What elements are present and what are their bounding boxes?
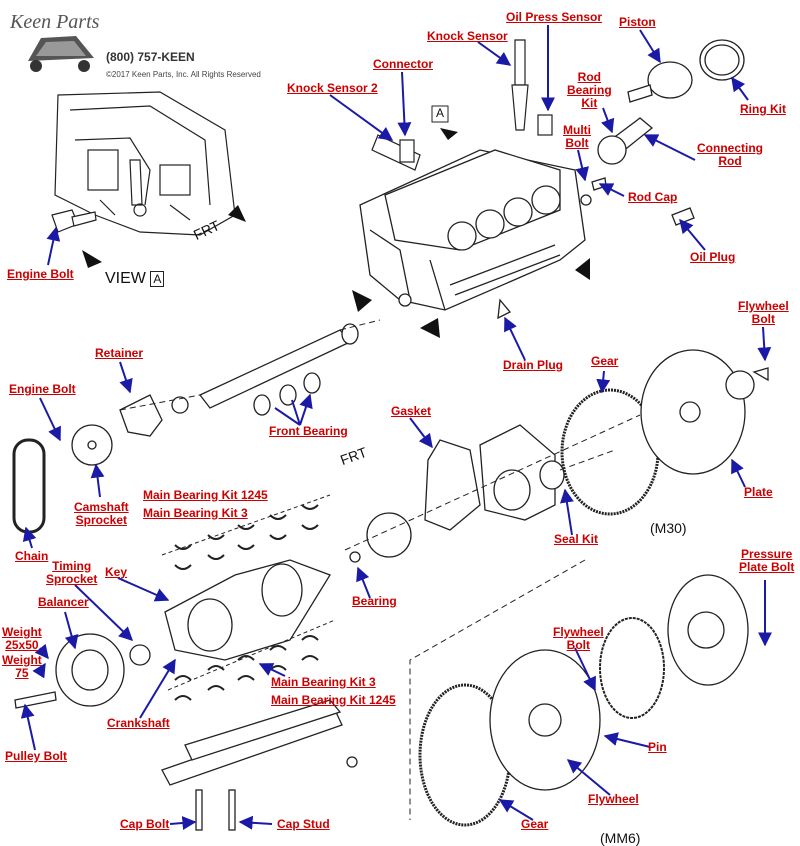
gear-top-link[interactable]: Gear	[591, 354, 619, 368]
rod-cap-link[interactable]: Rod Cap	[628, 190, 678, 204]
leader-arrows	[20, 25, 772, 830]
timing-sprocket-link[interactable]: Timing Sprocket	[46, 559, 98, 586]
piston-rod-assembly	[580, 39, 745, 226]
pulley-bolt-link[interactable]: Pulley Bolt	[5, 749, 68, 763]
rod-bearing-kit-link[interactable]: Rod Bearing Kit	[567, 70, 612, 110]
phone-number: (800) 757-KEEN	[106, 50, 195, 64]
callout-a-letter: A	[436, 106, 445, 120]
logo-wordmark: Keen Parts	[9, 11, 100, 33]
frt-arrow-top	[228, 205, 246, 222]
block-arrow-left	[352, 290, 372, 312]
balancer-link[interactable]: Balancer	[38, 595, 89, 609]
camshaft-assembly	[12, 323, 359, 534]
cap-stud-link[interactable]: Cap Stud	[277, 817, 330, 831]
cap-bolt-link[interactable]: Cap Bolt	[120, 817, 170, 831]
dashed-lines	[119, 319, 641, 820]
main-bearing-kit-1245-bottom-link[interactable]: Main Bearing Kit 1245	[271, 693, 396, 707]
flywheel-bolt-bottom-link[interactable]: Flywheel Bolt	[553, 625, 604, 652]
block-arrow-bottom	[420, 318, 440, 338]
main-bearings	[161, 494, 336, 701]
main-bearing-kit-1245-top-link[interactable]: Main Bearing Kit 1245	[143, 488, 268, 502]
front-bearing-link[interactable]: Front Bearing	[269, 424, 348, 438]
drain-plug-link[interactable]: Drain Plug	[503, 358, 564, 372]
key-link[interactable]: Key	[105, 565, 128, 579]
gasket-link[interactable]: Gasket	[391, 404, 432, 418]
pin-link[interactable]: Pin	[648, 740, 667, 754]
engine-block	[359, 149, 586, 320]
main-bearing-kit-3-top-link[interactable]: Main Bearing Kit 3	[143, 506, 248, 520]
pressure-plate-bolt-link[interactable]: Pressure Plate Bolt	[739, 547, 795, 574]
engine-bolt-top-part	[51, 209, 97, 233]
weight-75-link[interactable]: Weight 75	[2, 653, 42, 680]
front-cover	[366, 424, 565, 558]
connecting-rod-link[interactable]: Connecting Rod	[697, 141, 763, 168]
crankshaft-link[interactable]: Crankshaft	[107, 716, 170, 730]
chain-link[interactable]: Chain	[15, 549, 49, 563]
oil-press-sensor-link[interactable]: Oil Press Sensor	[506, 10, 603, 24]
connector-link[interactable]: Connector	[373, 57, 433, 71]
bearing-link[interactable]: Bearing	[352, 594, 397, 608]
view-a-engine-inset	[54, 91, 236, 236]
flywheel-bolt-top-link[interactable]: Flywheel Bolt	[738, 299, 789, 326]
flywheel-link[interactable]: Flywheel	[588, 792, 639, 806]
callout-a-box	[431, 105, 449, 123]
crankshaft-assembly	[14, 551, 361, 709]
multi-bolt-link[interactable]: Multi Bolt	[563, 123, 591, 150]
flywheel-mm6	[418, 574, 749, 827]
logo-car-icon: Keen Parts	[9, 11, 100, 72]
camshaft-sprocket-link[interactable]: Camshaft Sprocket	[74, 500, 129, 527]
m30-label: (M30)	[650, 520, 687, 536]
seal-kit-link[interactable]: Seal Kit	[554, 532, 599, 546]
weight-25x50-link[interactable]: Weight 25x50	[2, 625, 42, 652]
engine-bolt-mid-link[interactable]: Engine Bolt	[9, 382, 76, 396]
knock-sensor-2-link[interactable]: Knock Sensor 2	[287, 81, 378, 95]
sensor-parts	[371, 39, 553, 171]
knock-sensor-link[interactable]: Knock Sensor	[427, 29, 508, 43]
flexplate-top	[560, 349, 769, 516]
plate-link[interactable]: Plate	[744, 485, 773, 499]
oil-plug-link[interactable]: Oil Plug	[690, 250, 736, 264]
gear-bottom-link[interactable]: Gear	[521, 817, 549, 831]
keen-parts-logo: Keen Parts	[6, 6, 101, 86]
piston-link[interactable]: Piston	[619, 15, 656, 29]
block-arrow-right	[575, 258, 590, 280]
view-a-label: VIEW A	[105, 270, 165, 288]
view-a-box: A	[150, 271, 165, 287]
ring-kit-link[interactable]: Ring Kit	[740, 102, 786, 116]
callout-a-arrow	[440, 128, 458, 140]
main-caps	[161, 699, 358, 831]
main-bearing-kit-3-bottom-link[interactable]: Main Bearing Kit 3	[271, 675, 376, 689]
retainer-link[interactable]: Retainer	[95, 346, 144, 360]
engine-bolt-top-link[interactable]: Engine Bolt	[7, 267, 74, 281]
view-arrow	[82, 250, 102, 268]
copyright-text: ©2017 Keen Parts, Inc. All Rights Reserv…	[106, 70, 261, 79]
mm6-label: (MM6)	[600, 830, 641, 846]
